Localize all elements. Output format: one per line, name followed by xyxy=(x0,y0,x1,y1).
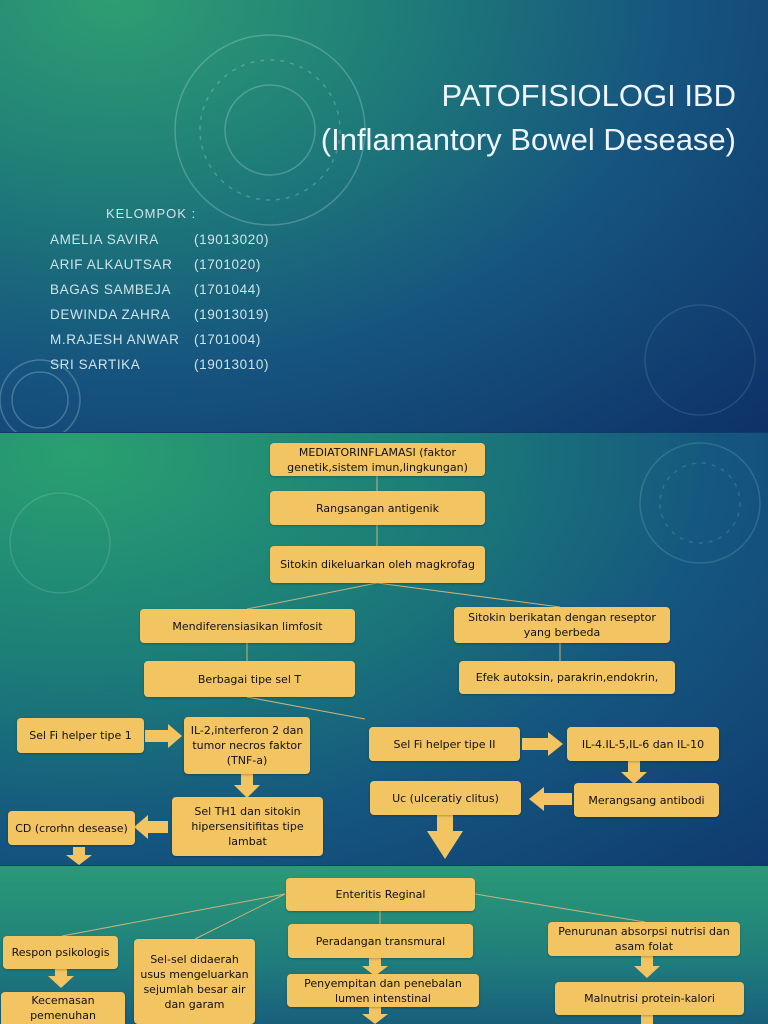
box-kecemasan: Kecemasan pemenuhan xyxy=(1,992,125,1024)
member-row: BAGAS SAMBEJA (1701044) xyxy=(50,282,261,297)
box-merangsang-antibodi: Merangsang antibodi xyxy=(574,783,719,817)
box-uc: Uc (ulceratiy clitus) xyxy=(370,781,521,815)
member-row: M.RAJESH ANWAR (1701004) xyxy=(50,332,261,347)
box-respon-psikologis: Respon psikologis xyxy=(3,936,118,969)
flow-connectors xyxy=(66,476,647,865)
box-mendiferensiasi-limfosit: Mendiferensiasikan limfosit xyxy=(140,609,355,643)
decorative-circles xyxy=(0,34,756,432)
box-enteritis-reginal: Enteritis Reginal xyxy=(286,878,475,911)
member-id: (1701044) xyxy=(194,282,261,297)
box-mediator-inflamasi: MEDIATORINFLAMASI (faktor genetik,sistem… xyxy=(270,443,485,476)
member-id: (1701020) xyxy=(194,257,261,272)
box-il2-interferon: IL-2,interferon 2 dan tumor necros fakto… xyxy=(184,717,310,774)
box-sitokin-makrofag: Sitokin dikeluarkan oleh magkrofag xyxy=(270,546,485,583)
box-peradangan-transmural: Peradangan transmural xyxy=(288,924,473,958)
member-id: (19013020) xyxy=(194,232,270,247)
member-row: AMELIA SAVIRA (19013020) xyxy=(50,232,269,247)
box-berbagai-sel-t: Berbagai tipe sel T xyxy=(144,661,355,697)
member-id: (1701004) xyxy=(194,332,261,347)
slide-title-line2: (Inflamantory Bowel Desease) xyxy=(320,122,736,157)
flowchart-slide-1: MEDIATORINFLAMASI (faktor genetik,sistem… xyxy=(0,433,768,865)
box-penurunan-absorpsi: Penurunan absorpsi nutrisi dan asam fola… xyxy=(548,922,740,956)
member-id: (19013019) xyxy=(194,307,270,322)
box-helper-tipe-1: Sel Fi helper tipe 1 xyxy=(17,718,144,753)
box-th1-sitokin: Sel TH1 dan sitokin hipersensitifitas ti… xyxy=(172,797,323,856)
member-row: ARIF ALKAUTSAR (1701020) xyxy=(50,257,261,272)
box-efek-autoksin: Efek autoksin, parakrin,endokrin, xyxy=(459,661,675,694)
slide-title-line1: PATOFISIOLOGI IBD xyxy=(441,78,736,113)
member-name: SRI SARTIKA xyxy=(50,357,141,372)
decorative-circles xyxy=(9,442,761,594)
group-label: KELOMPOK : xyxy=(106,206,197,221)
box-malnutrisi: Malnutrisi protein-kalori xyxy=(555,982,744,1015)
member-row: DEWINDA ZAHRA (19013019) xyxy=(50,307,269,322)
flow-connectors xyxy=(48,893,660,1024)
member-row: SRI SARTIKA (19013010) xyxy=(50,357,269,372)
box-sitokin-reseptor: Sitokin berikatan dengan reseptor yang b… xyxy=(454,607,670,643)
flowchart-slide-2: Enteritis Reginal Respon psikologis Sel-… xyxy=(0,866,768,1024)
box-rangsangan-antigenik: Rangsangan antigenik xyxy=(270,491,485,525)
member-name: AMELIA SAVIRA xyxy=(50,232,159,247)
title-slide: PATOFISIOLOGI IBD (Inflamantory Bowel De… xyxy=(0,0,768,432)
box-il4-il5-il6-il10: IL-4.IL-5,IL-6 dan IL-10 xyxy=(567,727,719,761)
box-sel-sel-usus: Sel-sel didaerah usus mengeluarkan sejum… xyxy=(134,939,255,1024)
member-id: (19013010) xyxy=(194,357,270,372)
member-name: BAGAS SAMBEJA xyxy=(50,282,172,297)
box-helper-tipe-2: Sel Fi helper tipe II xyxy=(369,727,520,761)
box-cd-crohn: CD (crorhn desease) xyxy=(8,811,135,845)
member-name: ARIF ALKAUTSAR xyxy=(50,257,173,272)
box-penyempitan-lumen: Penyempitan dan penebalan lumen intensti… xyxy=(287,974,479,1007)
member-name: M.RAJESH ANWAR xyxy=(50,332,180,347)
member-name: DEWINDA ZAHRA xyxy=(50,307,171,322)
